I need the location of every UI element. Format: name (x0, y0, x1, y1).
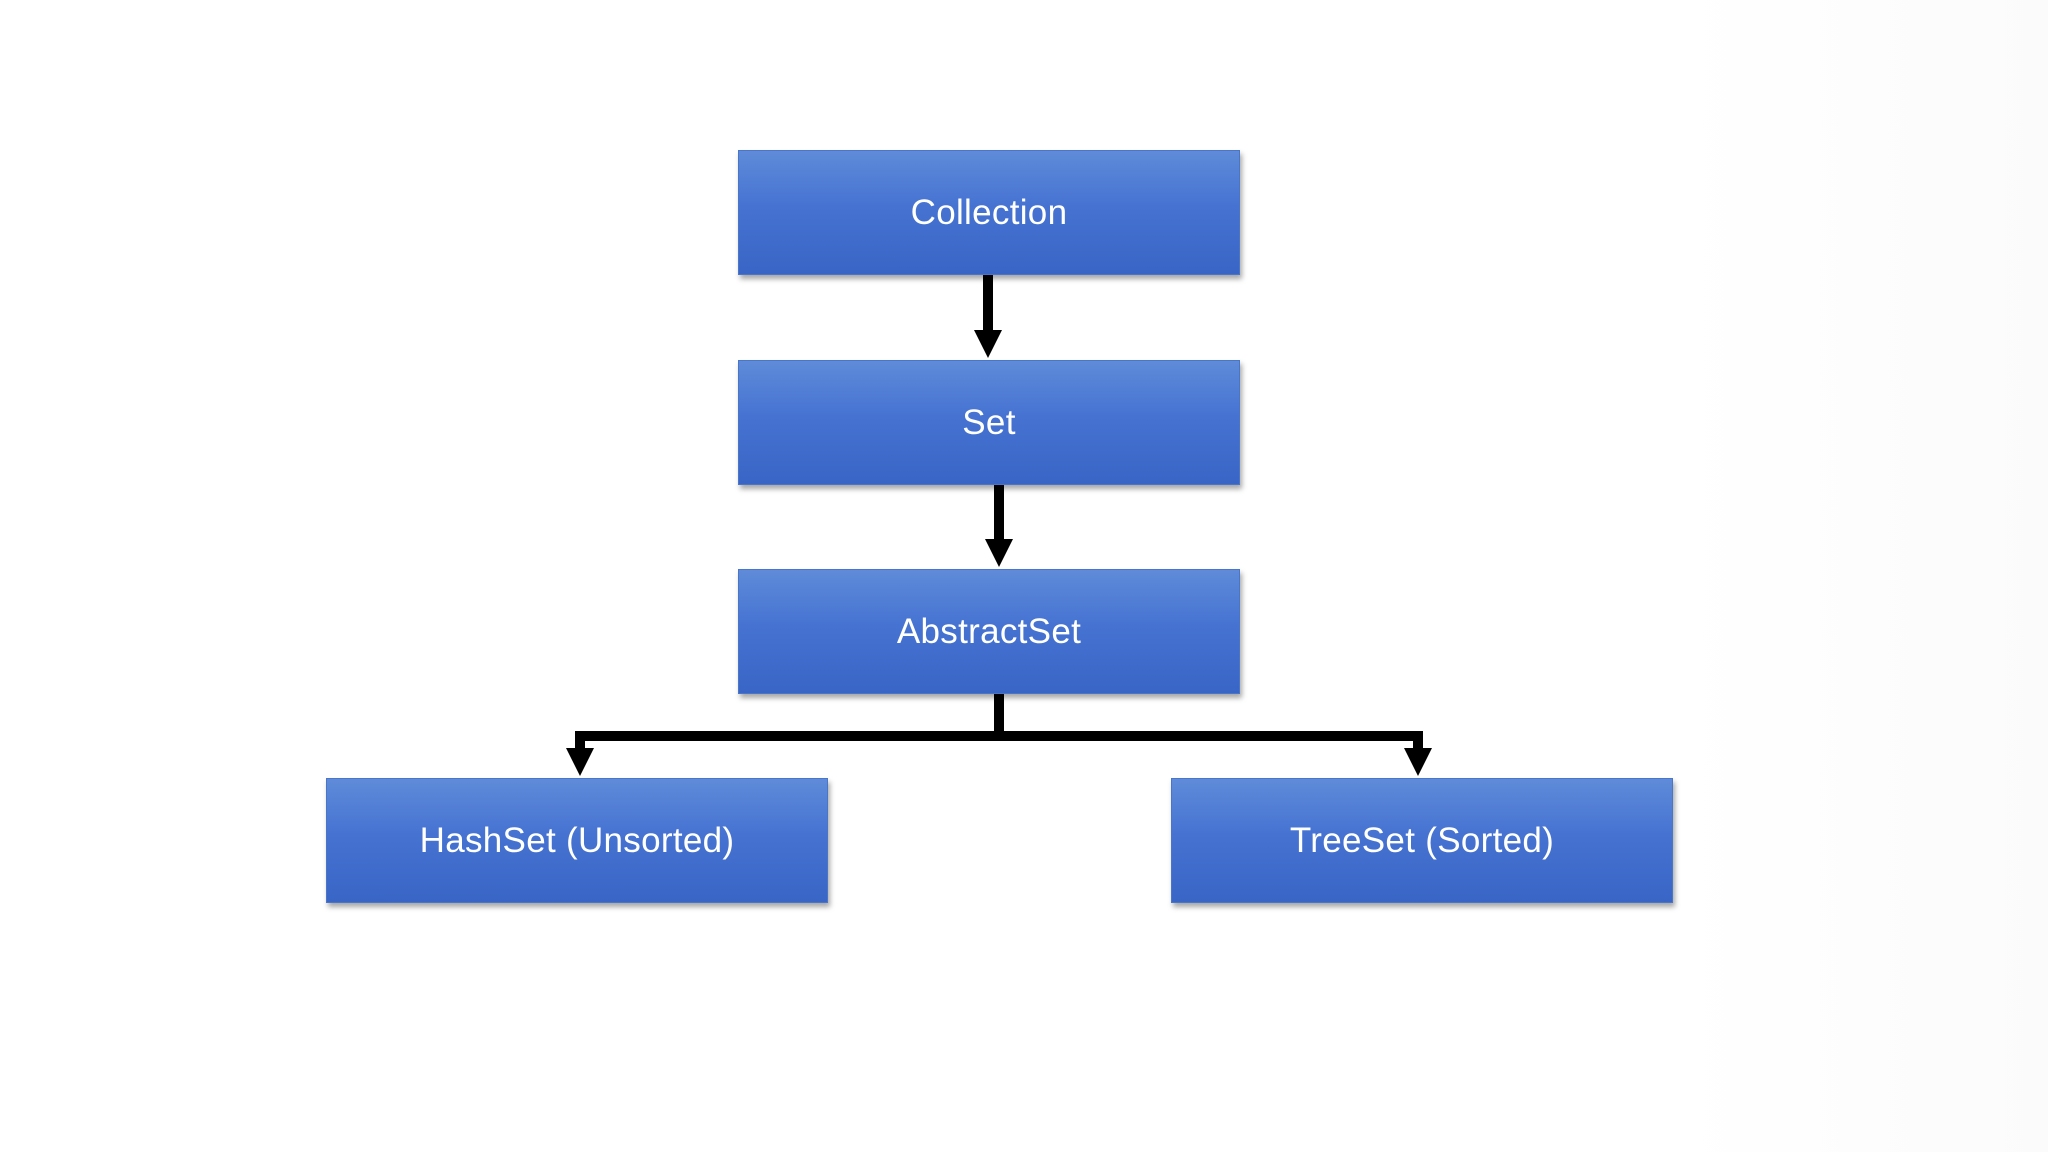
node-collection: Collection (738, 150, 1240, 275)
node-treeset: TreeSet (Sorted) (1171, 778, 1673, 903)
arrowhead-treeset (1404, 748, 1432, 776)
node-treeset-label: TreeSet (Sorted) (1289, 820, 1555, 860)
node-hashset-label: HashSet (Unsorted) (419, 820, 735, 860)
node-collection-label: Collection (910, 192, 1068, 232)
arrowhead-set (974, 330, 1002, 358)
node-hashset: HashSet (Unsorted) (326, 778, 828, 903)
connector-abstractset-treeset (999, 731, 1423, 752)
node-abstractset: AbstractSet (738, 569, 1240, 694)
node-abstractset-label: AbstractSet (896, 611, 1082, 651)
arrowhead-abstractset (985, 539, 1013, 567)
node-set: Set (738, 360, 1240, 485)
connector-abstractset-hashset (575, 731, 999, 752)
node-set-label: Set (962, 402, 1016, 442)
arrowhead-hashset (566, 748, 594, 776)
